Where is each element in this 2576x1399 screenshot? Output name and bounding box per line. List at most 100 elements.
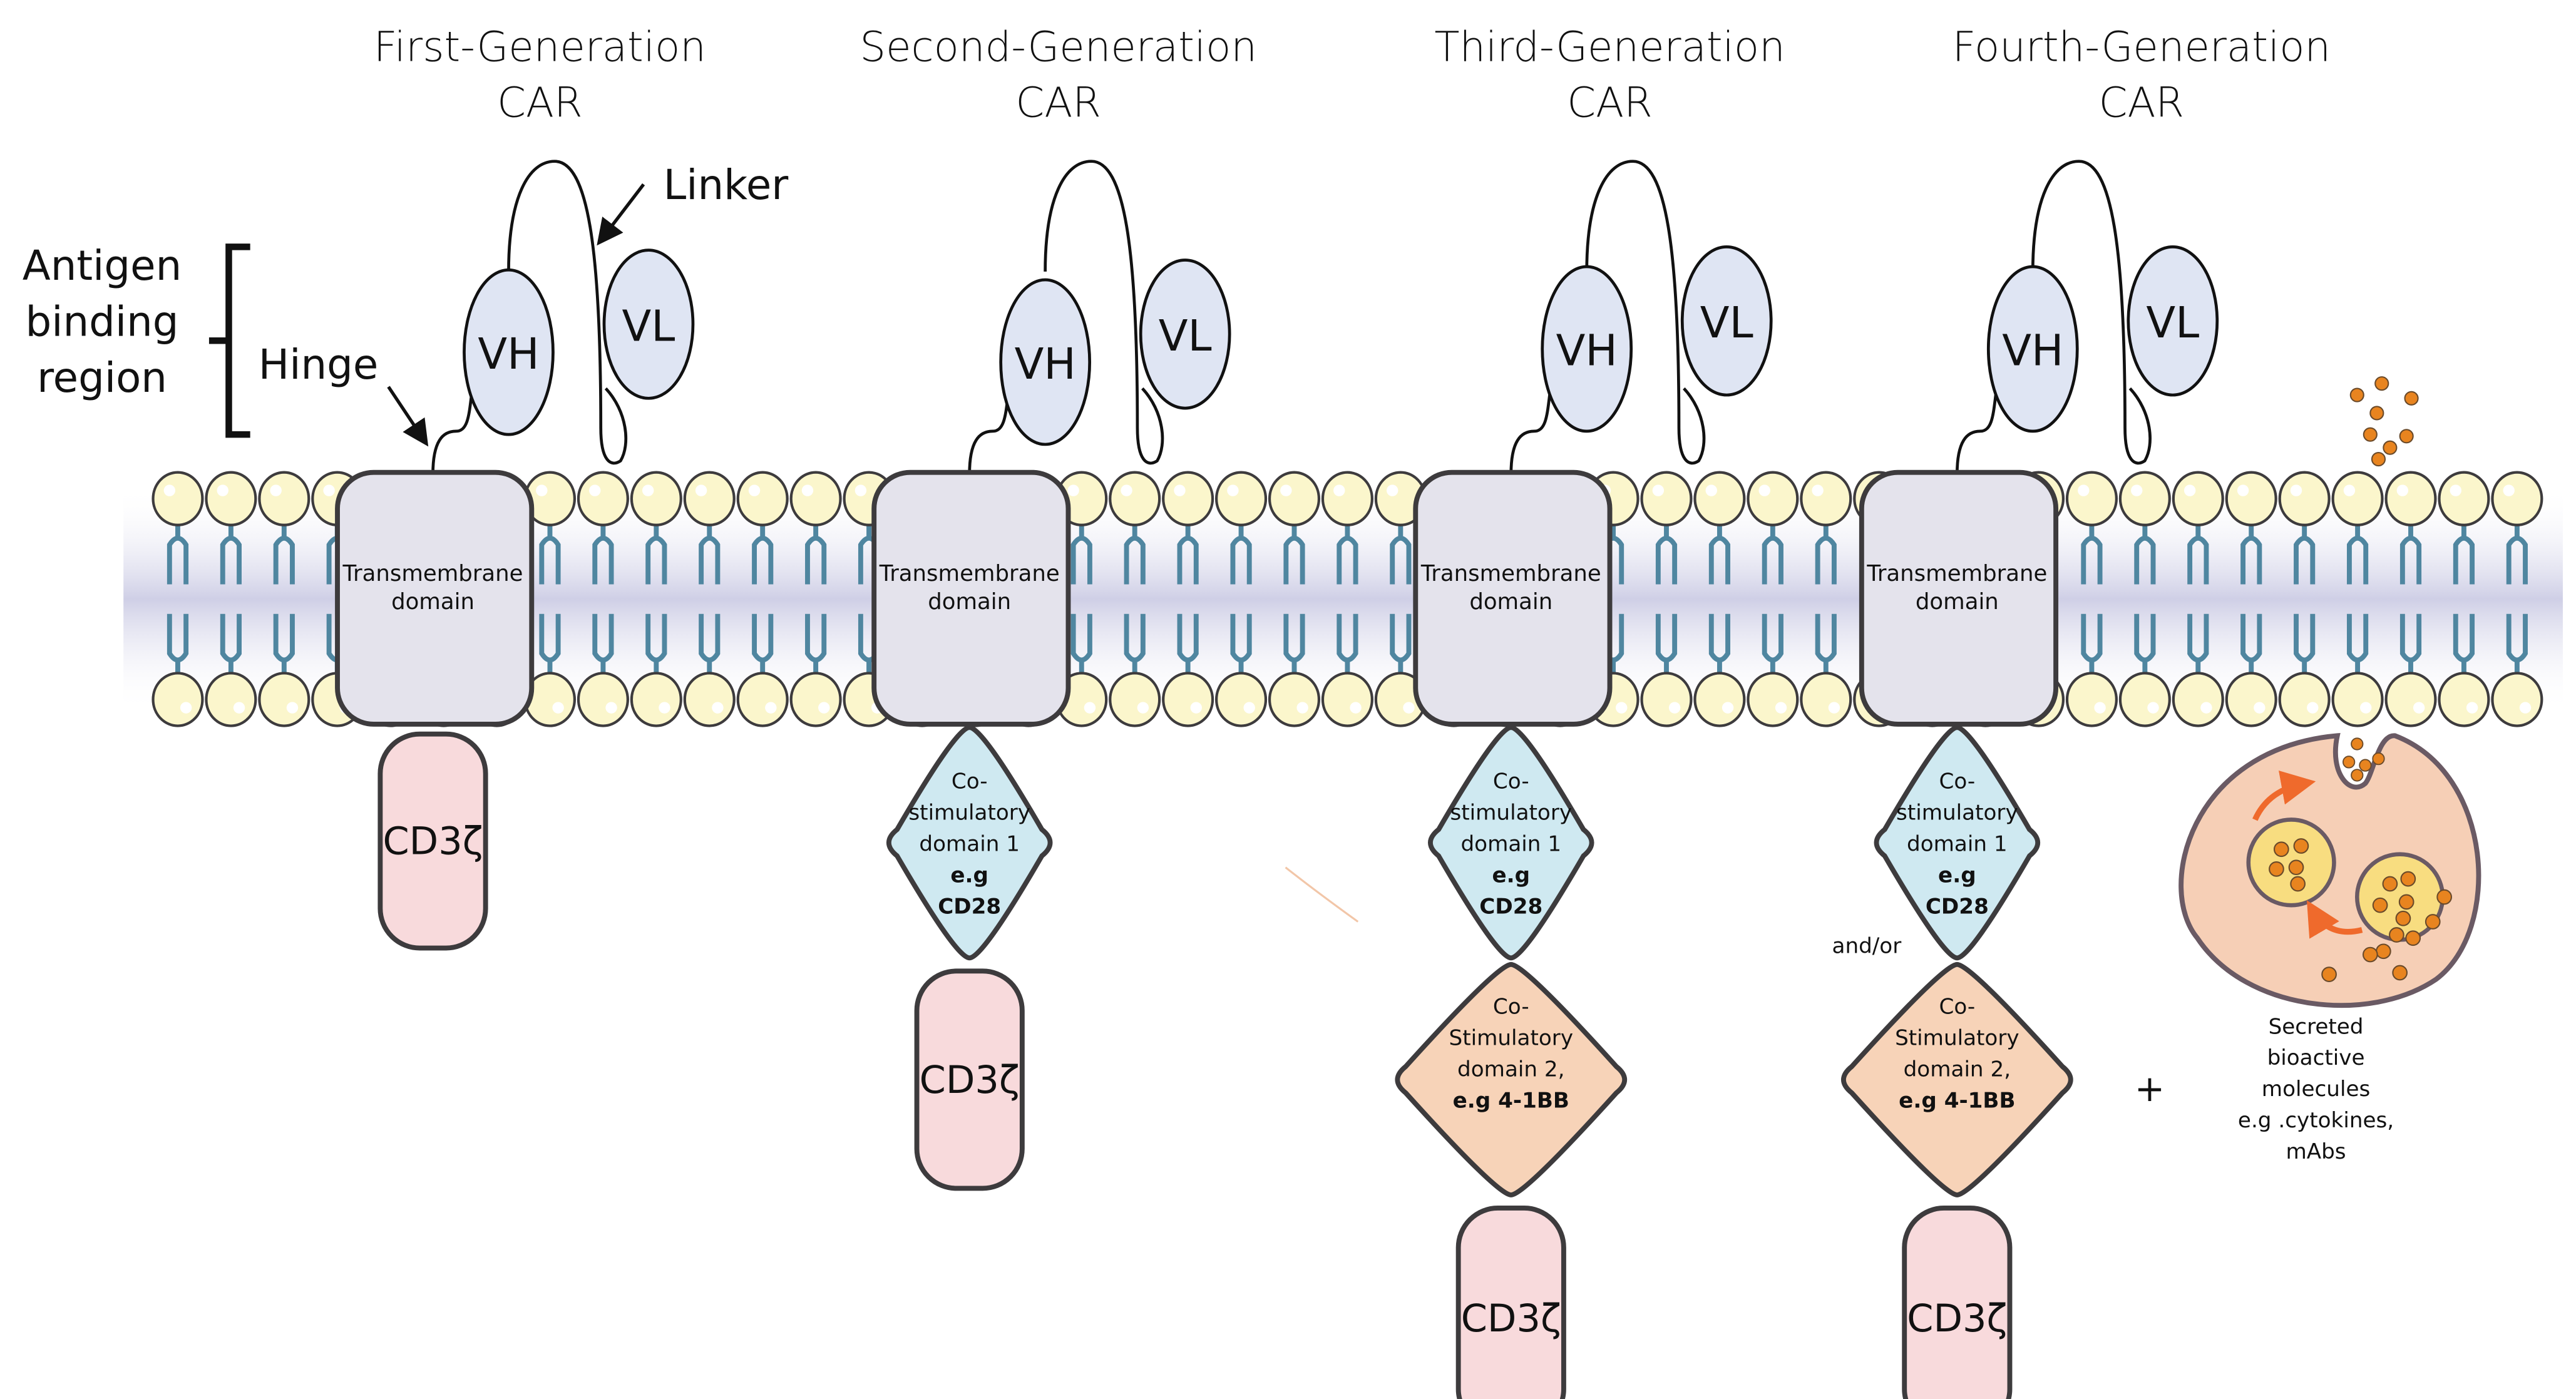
- transmembrane-label: Transmembrane: [1866, 561, 2047, 587]
- lipid-highlight: [2147, 702, 2159, 714]
- lipid-highlight: [1121, 484, 1132, 496]
- lipid-highlight: [1296, 702, 1308, 714]
- lipid-highlight: [605, 702, 617, 714]
- cytokine-dot: [2362, 946, 2378, 963]
- cytokine-dot: [2374, 376, 2389, 391]
- costim-example: CD28: [938, 894, 1001, 919]
- costim-label: Co-: [1939, 995, 1975, 1020]
- generation-title-car: CAR: [1015, 79, 1101, 127]
- lipid-highlight: [854, 484, 867, 496]
- vh-domain: [1541, 265, 1633, 433]
- lipid-highlight: [2360, 702, 2372, 714]
- lipid: [1109, 471, 1161, 727]
- lipid: [683, 471, 736, 727]
- lipid: [2384, 471, 2437, 727]
- costim-label: Co-: [1493, 995, 1529, 1020]
- cytokine-dot: [2372, 752, 2385, 766]
- hinge-linker-line: [968, 160, 1164, 474]
- cytokine-dot: [2359, 759, 2372, 772]
- lipid-highlight: [2450, 484, 2461, 496]
- vl-label: VL: [1700, 299, 1753, 348]
- generation-title: Third-Generation: [1434, 23, 1785, 71]
- lipid-highlight: [2200, 702, 2212, 714]
- lipid-head-upper: [577, 471, 629, 526]
- secreted-label: Secreted bioactive molecules e.g .cytoki…: [2238, 1014, 2394, 1164]
- lipid-highlight: [2519, 702, 2532, 714]
- lipid-head-lower: [683, 672, 736, 727]
- transmembrane-domain: [1413, 469, 1613, 727]
- cytokine-dot: [2369, 406, 2384, 421]
- hinge-linker-line: [1955, 160, 2152, 474]
- costim-label: domain 1: [1460, 831, 1561, 856]
- lipid: [1321, 471, 1373, 727]
- lipid-highlight: [2078, 484, 2090, 496]
- costim-label: Stimulatory: [1895, 1026, 2019, 1051]
- cytokine-dot: [2376, 943, 2391, 960]
- cytokine-dot: [2389, 927, 2404, 943]
- lipid-head-lower: [1215, 672, 1268, 727]
- secreted-line2: bioactive: [2267, 1045, 2365, 1070]
- cytokine-dot: [2290, 876, 2306, 892]
- cytokine-dot: [2382, 876, 2398, 892]
- lipid-head-upper: [1693, 471, 1746, 526]
- transmembrane-label: domain: [1469, 589, 1552, 615]
- costim-label: domain 2,: [1457, 1057, 1564, 1082]
- lipid-highlight: [712, 702, 724, 714]
- costim-example: e.g: [1492, 863, 1530, 888]
- lipid-head-lower: [1321, 672, 1373, 727]
- lipid-highlight: [2131, 484, 2143, 496]
- lipid-highlight: [695, 484, 707, 496]
- lipid-highlight: [1387, 484, 1398, 496]
- costim-label: stimulatory: [1450, 800, 1572, 825]
- lipid-head-lower: [258, 672, 310, 727]
- lipid-highlight: [748, 484, 761, 496]
- lipid: [1374, 471, 1427, 727]
- lipid-highlight: [1828, 702, 1840, 714]
- vl-label: VL: [622, 302, 675, 351]
- lipid: [1800, 471, 1852, 727]
- costim-example: e.g: [950, 863, 988, 888]
- transmembrane-label: Transmembrane: [879, 561, 1060, 587]
- lipid-head-upper: [2384, 471, 2437, 526]
- lipid-head-lower: [789, 672, 842, 727]
- lipid: [1640, 471, 1693, 727]
- transmembrane-label: domain: [391, 589, 475, 615]
- lipid: [258, 471, 310, 727]
- lipid-highlight: [1243, 702, 1255, 714]
- secreted-line5: mAbs: [2286, 1139, 2346, 1164]
- lipid: [1747, 471, 1799, 727]
- lipid-highlight: [765, 702, 777, 714]
- lipid-highlight: [1067, 484, 1079, 496]
- antigen-binding-label: Antigen binding region: [23, 242, 182, 402]
- lipid-head-upper: [789, 471, 842, 526]
- lipid-highlight: [1350, 702, 1362, 714]
- lipid-highlight: [642, 484, 654, 496]
- vl-domain: [602, 249, 695, 400]
- lipid-head-lower: [2384, 672, 2437, 727]
- costim-label: Co-: [952, 769, 988, 794]
- lipid-highlight: [1403, 702, 1415, 714]
- generation-title: Second-Generation: [860, 23, 1257, 71]
- lipid-head-upper: [1268, 471, 1321, 526]
- lipid-highlight: [1668, 702, 1681, 714]
- lipid-head-upper: [630, 471, 682, 526]
- lipid: [2225, 471, 2277, 727]
- secreted-line1: Secreted: [2269, 1014, 2364, 1039]
- cytokine-dot: [2273, 841, 2289, 858]
- costim-label: domain 1: [1907, 831, 2008, 856]
- lipid-highlight: [1084, 702, 1096, 714]
- vh-label: VH: [2002, 327, 2063, 376]
- lipid: [1215, 471, 1268, 727]
- lipid-head-upper: [1109, 471, 1161, 526]
- lipid-highlight: [589, 484, 601, 496]
- lipid: [2438, 471, 2490, 727]
- lipid-head-upper: [1162, 471, 1214, 526]
- lipid-head-lower: [2331, 672, 2384, 727]
- generation-titles: First-GenerationCARSecond-GenerationCART…: [374, 23, 2331, 126]
- costimulatory-domain-1: [1874, 725, 2041, 961]
- transmembrane-domain: [871, 469, 1071, 727]
- lipid-highlight: [180, 702, 192, 714]
- secreted-line3: molecules: [2262, 1077, 2370, 1102]
- lipid-highlight: [1190, 702, 1202, 714]
- generation-title: First-Generation: [374, 23, 706, 71]
